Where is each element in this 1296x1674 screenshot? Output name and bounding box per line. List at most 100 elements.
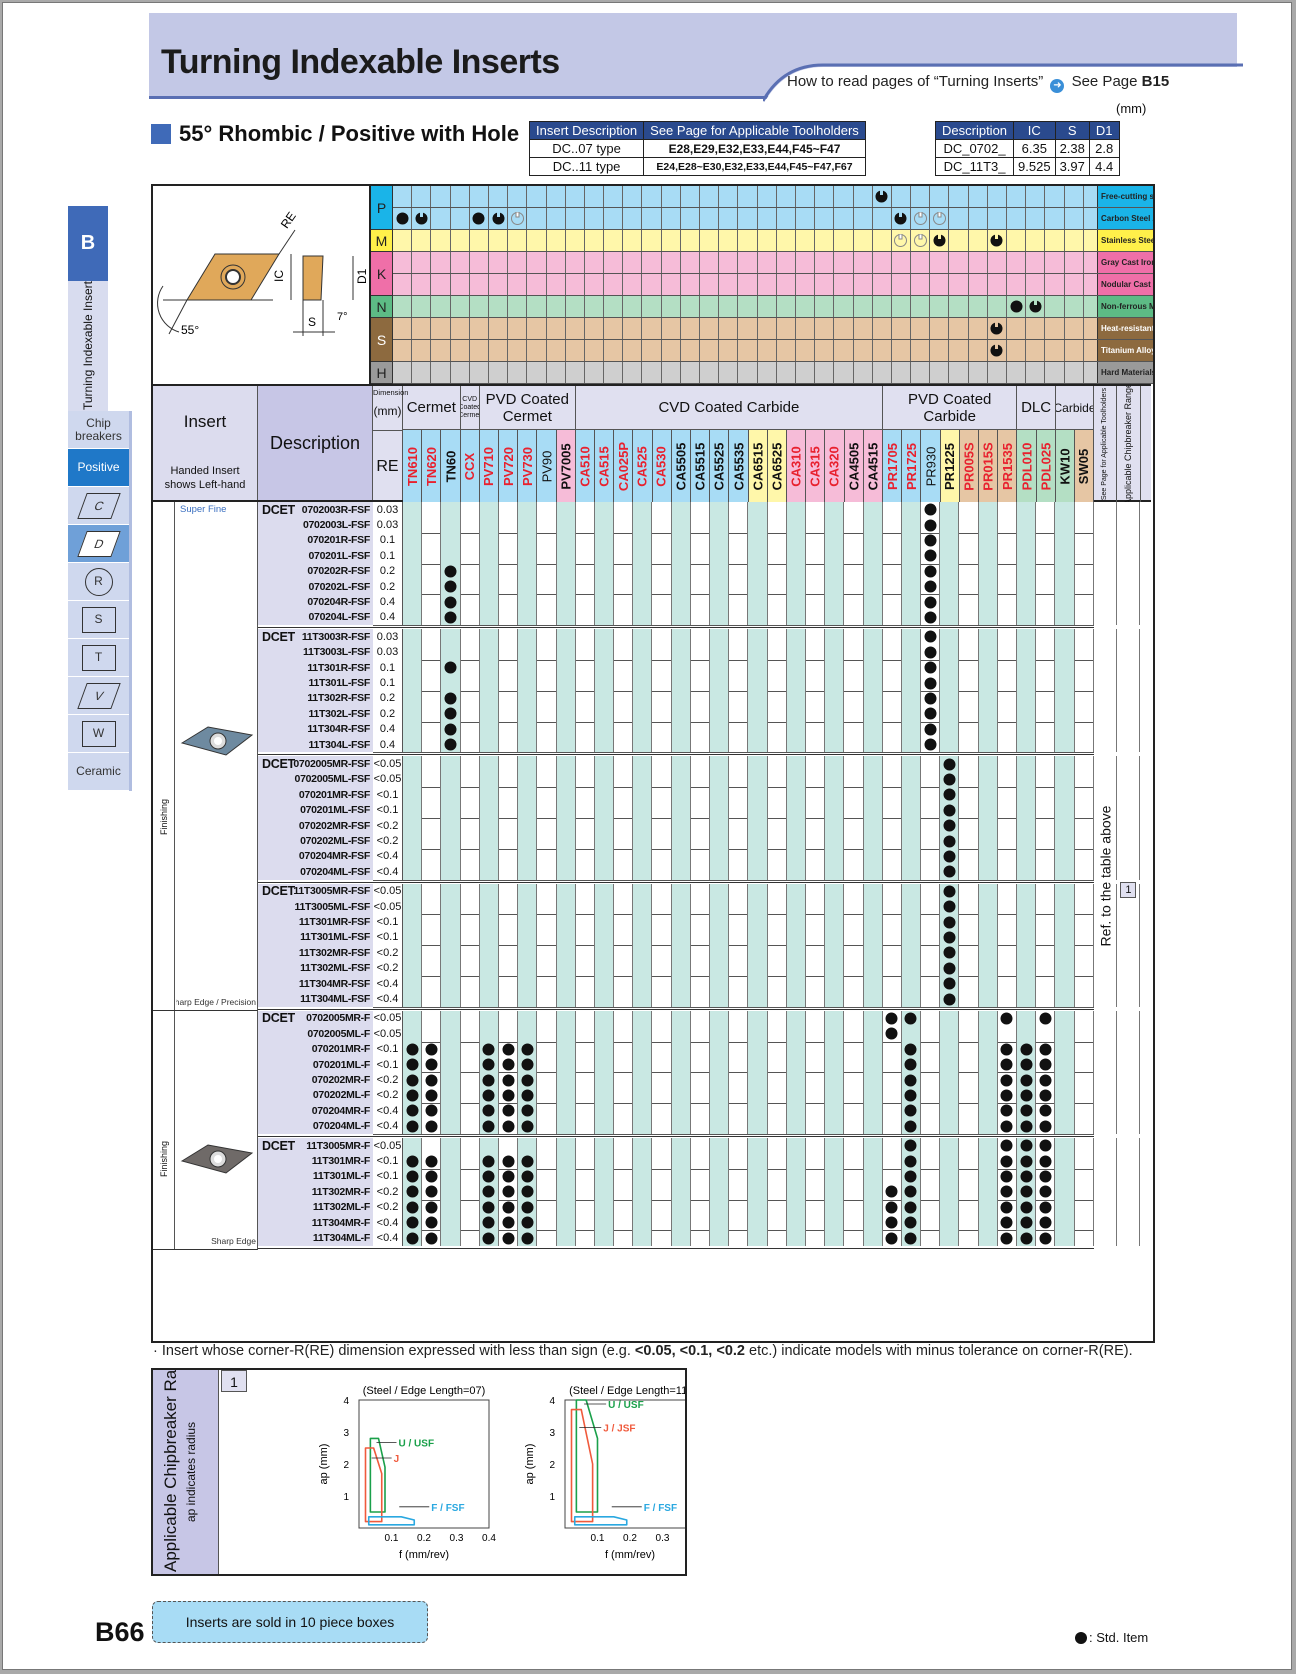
insert-code[interactable]: 11T3005MR-F bbox=[306, 1139, 370, 1152]
sidebar-tab-positive[interactable]: Positive bbox=[68, 449, 129, 487]
insert-code[interactable]: 11T302R-FSF bbox=[307, 692, 370, 705]
table-row[interactable]: 11T301MR-FSF<0.1 bbox=[153, 914, 1151, 930]
insert-code[interactable]: 11T304ML-FSF bbox=[300, 993, 370, 1006]
insert-code[interactable]: 11T304ML-F bbox=[312, 1232, 370, 1245]
grade-column-pr1705[interactable]: PR1705 bbox=[883, 430, 903, 502]
insert-code[interactable]: 070202L-FSF bbox=[308, 580, 371, 593]
insert-code[interactable]: 070201ML-FSF bbox=[300, 804, 370, 817]
table-row[interactable]: 070202MR-F<0.2 bbox=[153, 1072, 1151, 1088]
see-page-link[interactable]: B15 bbox=[1141, 73, 1170, 90]
grade-column-pdl025[interactable]: PDL025 bbox=[1036, 430, 1056, 502]
table-row[interactable]: 070201MR-FSF<0.1 bbox=[153, 787, 1151, 803]
sidebar-tab-chip-breakers[interactable]: Chip breakers bbox=[68, 411, 129, 449]
insert-code[interactable]: 070201R-FSF bbox=[307, 534, 370, 547]
grade-column-pv90[interactable]: PV90 bbox=[537, 430, 557, 502]
sidebar-tab-w[interactable]: W bbox=[68, 715, 129, 753]
grade-column-ca5525[interactable]: CA5525 bbox=[710, 430, 730, 502]
grade-column-pr930[interactable]: PR930 bbox=[921, 430, 941, 502]
sidebar-tab-r[interactable]: R bbox=[68, 563, 129, 601]
insert-code[interactable]: 070201MR-FSF bbox=[298, 788, 370, 801]
table-row[interactable]: 070204MR-FSF<0.4 bbox=[153, 848, 1151, 865]
insert-code[interactable]: 0702003L-FSF bbox=[302, 519, 370, 532]
grade-column-pr015s[interactable]: PR015S bbox=[979, 430, 999, 502]
grade-column-ca4505[interactable]: CA4505 bbox=[844, 430, 864, 502]
insert-code[interactable]: 070204MR-FSF bbox=[298, 850, 370, 863]
insert-code[interactable]: 11T302MR-F bbox=[311, 1185, 371, 1198]
insert-code[interactable]: 11T3003R-FSF bbox=[301, 630, 370, 643]
grade-column-ca530[interactable]: CA530 bbox=[652, 430, 672, 502]
grade-column-ca310[interactable]: CA310 bbox=[787, 430, 807, 502]
insert-code[interactable]: 070204R-FSF bbox=[307, 596, 370, 609]
chipbreaker-ref-link[interactable]: 1 bbox=[1120, 882, 1137, 898]
insert-code[interactable]: 11T301L-FSF bbox=[308, 677, 371, 690]
insert-code[interactable]: 11T304L-FSF bbox=[308, 738, 371, 751]
table-row[interactable]: 070201ML-FSF<0.1 bbox=[153, 802, 1151, 818]
table-row[interactable]: 11T302MR-FSF<0.2 bbox=[153, 945, 1151, 961]
insert-code[interactable]: 070204L-FSF bbox=[308, 611, 371, 624]
insert-code[interactable]: 070201MR-F bbox=[311, 1043, 371, 1056]
table-row[interactable]: 11T304ML-FSF<0.4 bbox=[153, 991, 1151, 1007]
grade-column-kw10[interactable]: KW10 bbox=[1055, 430, 1075, 502]
table-row[interactable]: 070202ML-F<0.2 bbox=[153, 1087, 1151, 1104]
insert-code[interactable]: 0702005MR-F bbox=[306, 1012, 370, 1025]
table-row[interactable]: 070204ML-FSF<0.4 bbox=[153, 864, 1151, 880]
grade-column-tn60[interactable]: TN60 bbox=[441, 430, 461, 502]
insert-code[interactable]: 0702005ML-F bbox=[307, 1027, 370, 1040]
toolholder-pages[interactable]: E28,E29,E32,E33,E44,F45~F47 bbox=[643, 139, 866, 158]
insert-code[interactable]: 070204MR-F bbox=[311, 1104, 371, 1117]
grade-column-ca315[interactable]: CA315 bbox=[806, 430, 826, 502]
insert-code[interactable]: 070202R-FSF bbox=[307, 565, 370, 578]
grade-column-ca4515[interactable]: CA4515 bbox=[863, 430, 883, 502]
grade-column-ca5505[interactable]: CA5505 bbox=[671, 430, 691, 502]
grade-column-pdl010[interactable]: PDL010 bbox=[1017, 430, 1037, 502]
table-row[interactable]: 070202MR-FSF<0.2 bbox=[153, 818, 1151, 834]
insert-code[interactable]: 070204ML-FSF bbox=[300, 865, 370, 878]
sidebar-tab-s[interactable]: S bbox=[68, 601, 129, 639]
insert-code[interactable]: 11T301MR-F bbox=[311, 1155, 371, 1168]
grade-column-ca5535[interactable]: CA5535 bbox=[729, 430, 749, 502]
table-row[interactable]: 0702005ML-FSF<0.05 bbox=[153, 771, 1151, 788]
table-row[interactable]: 11T304MR-F<0.4 bbox=[153, 1215, 1151, 1231]
insert-code[interactable]: 11T302ML-F bbox=[312, 1201, 370, 1214]
insert-code[interactable]: 11T301ML-F bbox=[312, 1170, 370, 1183]
table-row[interactable]: 070204MR-F<0.4 bbox=[153, 1103, 1151, 1119]
grade-column-pv720[interactable]: PV720 bbox=[499, 430, 519, 502]
grade-column-pr1225[interactable]: PR1225 bbox=[940, 430, 960, 502]
sidebar-tab-v[interactable]: V bbox=[68, 677, 129, 715]
grade-column-ca6515[interactable]: CA6515 bbox=[748, 430, 768, 502]
grade-column-pv7005[interactable]: PV7005 bbox=[556, 430, 576, 502]
grade-column-ca5515[interactable]: CA5515 bbox=[691, 430, 711, 502]
table-row[interactable]: 11T302ML-F<0.2 bbox=[153, 1199, 1151, 1215]
sidebar-tab-c[interactable]: C bbox=[68, 487, 129, 525]
grade-column-pr1535[interactable]: PR1535 bbox=[998, 430, 1018, 502]
table-row[interactable]: 11T301ML-FSF<0.1 bbox=[153, 929, 1151, 946]
grade-column-ca320[interactable]: CA320 bbox=[825, 430, 845, 502]
table-row[interactable]: 11T301ML-F<0.1 bbox=[153, 1168, 1151, 1185]
table-row[interactable]: 11T304MR-FSF<0.4 bbox=[153, 976, 1151, 992]
toolholder-pages[interactable]: E24,E28~E30,E32,E33,E44,F45~F47,F67 bbox=[643, 157, 866, 176]
insert-code[interactable]: 0702005ML-FSF bbox=[294, 773, 371, 786]
chapter-tab[interactable]: B bbox=[68, 206, 108, 281]
insert-code[interactable]: 11T304MR-FSF bbox=[298, 977, 370, 990]
grade-column-pr005s[interactable]: PR005S bbox=[959, 430, 979, 502]
insert-code[interactable]: 11T3005MR-FSF bbox=[293, 885, 370, 898]
insert-code[interactable]: 070202ML-FSF bbox=[300, 835, 370, 848]
insert-code[interactable]: 11T3005ML-FSF bbox=[294, 900, 371, 913]
insert-code[interactable]: 070204ML-F bbox=[312, 1120, 370, 1133]
